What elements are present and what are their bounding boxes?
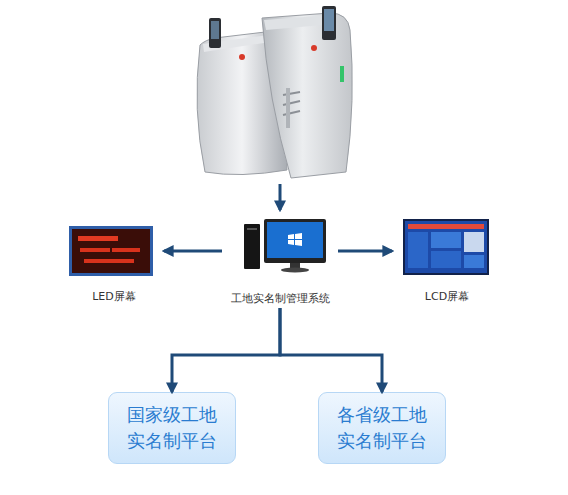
platform-box: 各省级工地 实名制平台 <box>318 392 446 464</box>
node-label: 工地实名制管理系统 <box>222 291 338 306</box>
connector-arrow <box>338 250 392 253</box>
connector-arrow <box>172 308 280 392</box>
lcd-screen-image <box>403 219 489 275</box>
connector-arrow <box>164 250 222 253</box>
box-label: 国家级工地 实名制平台 <box>125 402 219 454</box>
led-screen-image <box>69 226 153 276</box>
flow-arrow <box>279 184 282 210</box>
node-label: LED屏幕 <box>64 289 164 304</box>
system-node: 工地实名制管理系统 <box>222 212 338 308</box>
led-screen-node: LED屏幕 <box>64 220 164 306</box>
computer-icon <box>244 219 326 273</box>
lcd-screen-node: LCD屏幕 <box>392 214 502 306</box>
node-label: LCD屏幕 <box>392 289 502 304</box>
platform-box: 国家级工地 实名制平台 <box>108 392 236 464</box>
turnstile-illustration <box>197 6 352 178</box>
box-label: 各省级工地 实名制平台 <box>335 402 429 454</box>
connector-arrow <box>280 308 382 392</box>
